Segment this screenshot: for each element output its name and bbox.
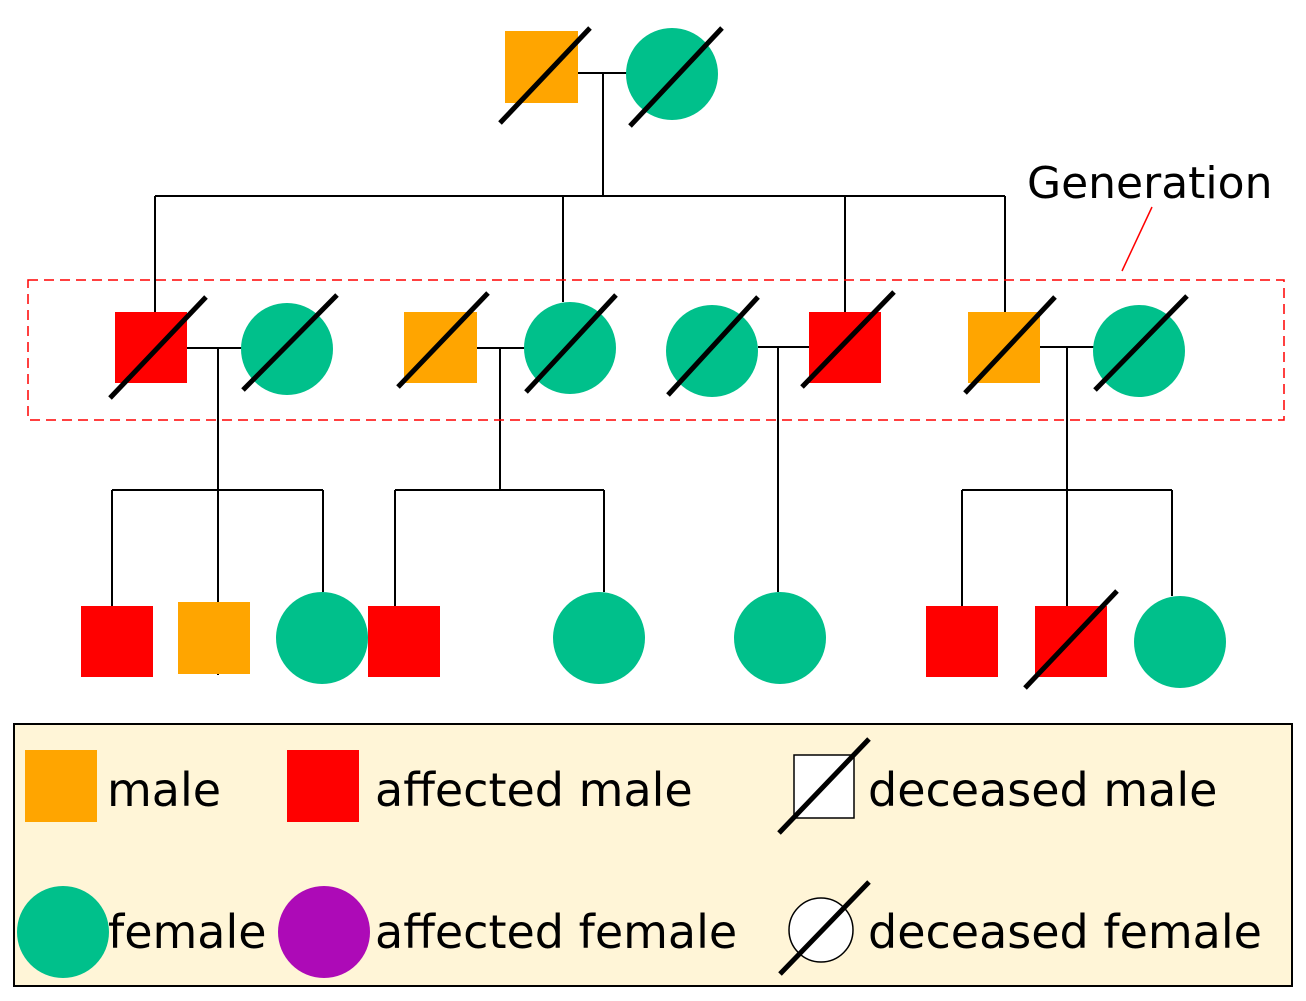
individual-iii-6 xyxy=(734,592,826,684)
legend-affected-male-icon xyxy=(287,750,359,822)
legend-female-icon xyxy=(17,886,109,978)
individual-ii-6 xyxy=(809,312,881,383)
generation-label: Generation xyxy=(1027,158,1272,209)
deceased-slash-ii-8 xyxy=(1093,294,1189,392)
individual-iii-7 xyxy=(926,606,998,677)
legend-male-icon xyxy=(25,750,97,822)
legend-deceased-male-label: deceased male xyxy=(868,763,1217,817)
legend-deceased-female-slash xyxy=(778,880,871,976)
generation-pointer xyxy=(1121,206,1153,272)
individual-i-2 xyxy=(626,28,718,120)
individuals xyxy=(81,28,1226,688)
individual-iii-4 xyxy=(368,606,440,677)
deceased-slash-ii-1 xyxy=(108,295,208,400)
individual-iii-2 xyxy=(178,602,250,674)
individual-iii-1 xyxy=(81,606,153,677)
legend-box xyxy=(13,723,1293,987)
generation-box xyxy=(27,279,1285,421)
deceased-marks xyxy=(108,26,1189,690)
deceased-slash-ii-2 xyxy=(241,293,339,392)
generation-annotation: Generation xyxy=(27,158,1285,421)
deceased-slash-ii-6 xyxy=(800,290,896,389)
individual-ii-8 xyxy=(1093,305,1185,397)
legend-deceased-female-label: deceased female xyxy=(868,905,1262,959)
pedigree-lines xyxy=(111,72,1173,675)
legend-female-label: female xyxy=(108,905,267,959)
deceased-slash-ii-5 xyxy=(666,295,760,397)
deceased-slash-ii-7 xyxy=(963,295,1057,395)
individual-iii-3 xyxy=(276,592,368,684)
deceased-slash-ii-4 xyxy=(524,293,618,394)
legend-deceased-male-slash xyxy=(777,737,871,835)
individual-iii-9 xyxy=(1134,596,1226,688)
legend-affected-female-label: affected female xyxy=(375,905,737,959)
deceased-slash-i-1 xyxy=(498,26,592,125)
individual-i-1 xyxy=(505,31,578,103)
deceased-slash-i-2 xyxy=(628,26,724,128)
deceased-slash-iii-8 xyxy=(1023,589,1119,690)
individual-iii-5 xyxy=(553,592,645,684)
deceased-slash-ii-3 xyxy=(396,291,490,389)
legend-affected-male-label: affected male xyxy=(375,763,693,817)
legend: male affected male deceased male female … xyxy=(13,723,1293,987)
individual-ii-1 xyxy=(115,312,187,383)
legend-affected-female-icon xyxy=(278,886,370,978)
legend-male-label: male xyxy=(107,763,221,817)
